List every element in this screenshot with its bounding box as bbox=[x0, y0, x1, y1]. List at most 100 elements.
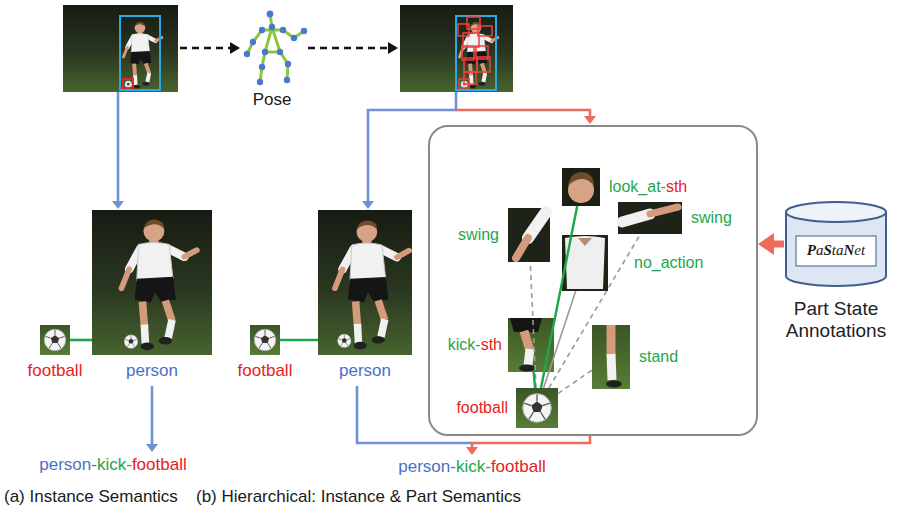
pose-skeleton bbox=[280, 27, 286, 33]
part-state-panel: look_at-sthswingswingno_actionkick-sthst… bbox=[428, 125, 758, 436]
connector bbox=[541, 206, 577, 388]
text-segment: S bbox=[823, 242, 831, 258]
football-crop bbox=[44, 329, 66, 351]
body-part-crop bbox=[618, 202, 682, 234]
person-photo bbox=[92, 210, 212, 355]
photo-parts bbox=[459, 79, 469, 88]
person-photo bbox=[335, 220, 409, 349]
text-segment: P bbox=[807, 242, 816, 258]
photo-parts bbox=[463, 33, 479, 47]
body-part-crop bbox=[508, 318, 554, 372]
body-part-crop: stand bbox=[592, 325, 630, 389]
text-segment: - bbox=[126, 455, 132, 474]
database-cylinder: PaStaNetPart State Annotations bbox=[784, 200, 888, 288]
photo-instance bbox=[123, 22, 161, 89]
instance-flow-arrow bbox=[117, 92, 120, 201]
part-flow-arrow bbox=[466, 447, 478, 455]
pose-skeleton bbox=[301, 28, 307, 34]
body-part-crop bbox=[565, 236, 605, 289]
photo-parts bbox=[477, 57, 490, 72]
dashed-arrow bbox=[180, 47, 232, 49]
body-part-crop bbox=[510, 318, 542, 332]
football-crop bbox=[523, 394, 552, 423]
text-segment: - bbox=[661, 178, 666, 195]
node-label: person bbox=[126, 361, 178, 381]
connector bbox=[774, 241, 784, 248]
connector bbox=[534, 372, 536, 388]
text-segment: football bbox=[132, 455, 187, 474]
pose-skeleton bbox=[259, 64, 265, 70]
node-label: football bbox=[28, 361, 83, 381]
text-segment: ta bbox=[832, 242, 844, 258]
result-triplet: person-kick-football bbox=[398, 457, 545, 477]
dashed-arrow bbox=[308, 47, 390, 49]
football-crop: football bbox=[250, 325, 280, 355]
text-segment: kick bbox=[448, 336, 476, 353]
body-part-crop bbox=[607, 325, 616, 356]
connector bbox=[70, 339, 92, 342]
name-plate bbox=[796, 236, 876, 266]
cylinder-body bbox=[786, 212, 886, 286]
photo-instance bbox=[120, 16, 160, 90]
node-label: swing bbox=[458, 226, 499, 244]
connector bbox=[558, 370, 592, 393]
node-label: person bbox=[339, 361, 391, 381]
instance-flow-arrow bbox=[151, 386, 154, 444]
text-segment: a bbox=[816, 242, 824, 258]
pose-skeleton bbox=[244, 11, 307, 86]
dashed-arrow bbox=[180, 42, 398, 54]
pose-skeleton bbox=[259, 27, 265, 33]
person-photo bbox=[318, 210, 412, 355]
pose-skeleton bbox=[250, 39, 256, 45]
football-crop bbox=[516, 388, 558, 428]
text-segment: person bbox=[39, 455, 91, 474]
football-crop: football bbox=[516, 388, 558, 428]
body-part-crop: kick-sth bbox=[508, 318, 554, 372]
body-part-crop bbox=[528, 349, 530, 365]
text-segment: person bbox=[398, 457, 450, 476]
subfigure-caption: (a) Instance Semantics bbox=[4, 487, 178, 507]
body-part-crop bbox=[606, 381, 622, 388]
body-part-crop bbox=[622, 214, 650, 222]
node-label: swing bbox=[691, 209, 732, 227]
pose-skeleton bbox=[267, 11, 274, 18]
node-label: Part State Annotations bbox=[776, 298, 896, 342]
body-part-crop bbox=[528, 212, 546, 238]
photo-parts bbox=[464, 72, 476, 84]
connector bbox=[544, 291, 576, 388]
pose-skeleton bbox=[277, 49, 283, 55]
node-label: football bbox=[238, 361, 293, 381]
subfigure-caption: (b) Hierarchical: Instance & Part Semant… bbox=[196, 487, 521, 507]
pose-skeleton bbox=[244, 51, 250, 57]
text-segment: kick bbox=[97, 455, 126, 474]
pose-skeleton bbox=[285, 61, 291, 67]
body-part-crop bbox=[650, 207, 678, 214]
pose-skeleton bbox=[291, 35, 297, 41]
dashed-arrow bbox=[230, 42, 240, 54]
node-label: no_action bbox=[634, 254, 703, 272]
pose-skeleton bbox=[262, 49, 268, 55]
pose-skeleton bbox=[269, 24, 275, 30]
instance-flow-arrow bbox=[112, 201, 124, 209]
text-segment: sth bbox=[481, 336, 502, 353]
person-crop: person bbox=[92, 210, 212, 355]
football-crop bbox=[250, 325, 280, 355]
photo-parts bbox=[400, 5, 513, 92]
body-part-crop: swing bbox=[508, 208, 550, 262]
instance-flow-arrow bbox=[146, 444, 158, 452]
body-part-crop bbox=[611, 354, 612, 380]
instance-flow-arrow bbox=[362, 201, 374, 209]
text-segment: - bbox=[450, 457, 456, 476]
text-segment: et bbox=[854, 242, 865, 258]
body-part-crop bbox=[562, 168, 600, 206]
connector bbox=[530, 262, 536, 388]
body-part-crop: look_at-sth bbox=[562, 168, 600, 206]
text-segment: sth bbox=[666, 178, 687, 195]
photo-parts bbox=[458, 17, 492, 88]
node-label: look_at-sth bbox=[609, 178, 687, 196]
photo-instance bbox=[63, 5, 178, 92]
part-flow-arrow bbox=[456, 110, 590, 117]
photo-parts bbox=[464, 58, 477, 72]
